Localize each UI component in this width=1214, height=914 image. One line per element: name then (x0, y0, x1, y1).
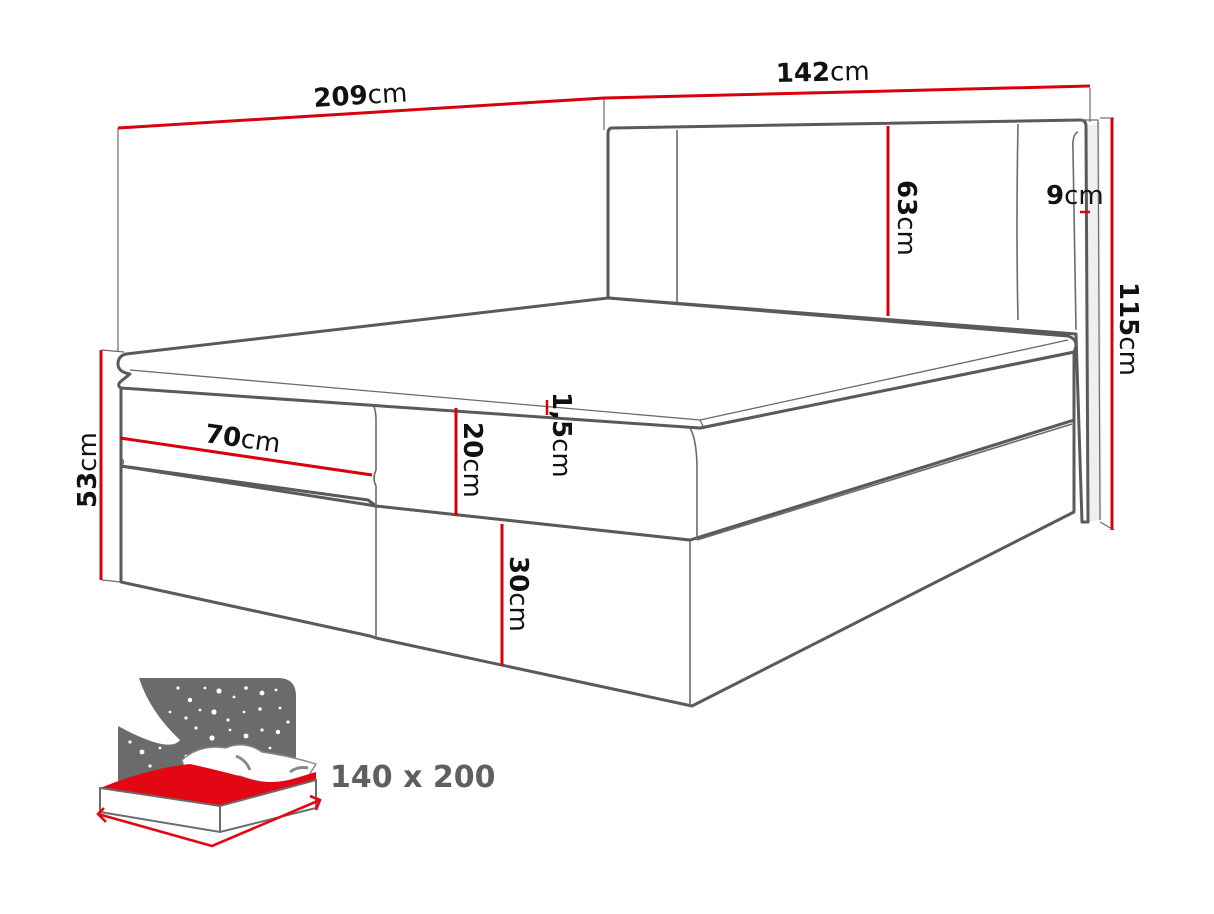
label-base-height: 30cm (503, 556, 533, 632)
bed-drawing (116, 118, 1102, 708)
label-mattress-height: 20cm (457, 422, 487, 498)
dim-line-mattress-width (119, 436, 373, 477)
label-total-height: 115cm (1113, 282, 1143, 376)
extension-lines (101, 88, 1115, 583)
dimension-labels: 209cm 142cm 63cm 9cm 115cm 53cm 70cm 1,5… (73, 57, 1143, 632)
label-mattress-width: 70cm (203, 419, 282, 459)
star-icons (128, 686, 290, 768)
dimension-lines (99, 84, 1114, 666)
label-headboard-panel: 63cm (891, 180, 921, 256)
label-bed-height: 53cm (73, 432, 103, 508)
label-headboard-thickness: 9cm (1046, 181, 1104, 211)
topper (116, 296, 1078, 430)
headboard (606, 118, 1102, 524)
label-width: 142cm (775, 57, 870, 89)
dim-line-width (603, 84, 1091, 100)
label-topper: 1,5cm (546, 392, 576, 478)
dim-line-length (117, 96, 605, 130)
label-length: 209cm (313, 78, 409, 114)
bed-night-icon (96, 678, 322, 848)
sleeping-area-label: 140 x 200 (330, 760, 495, 795)
